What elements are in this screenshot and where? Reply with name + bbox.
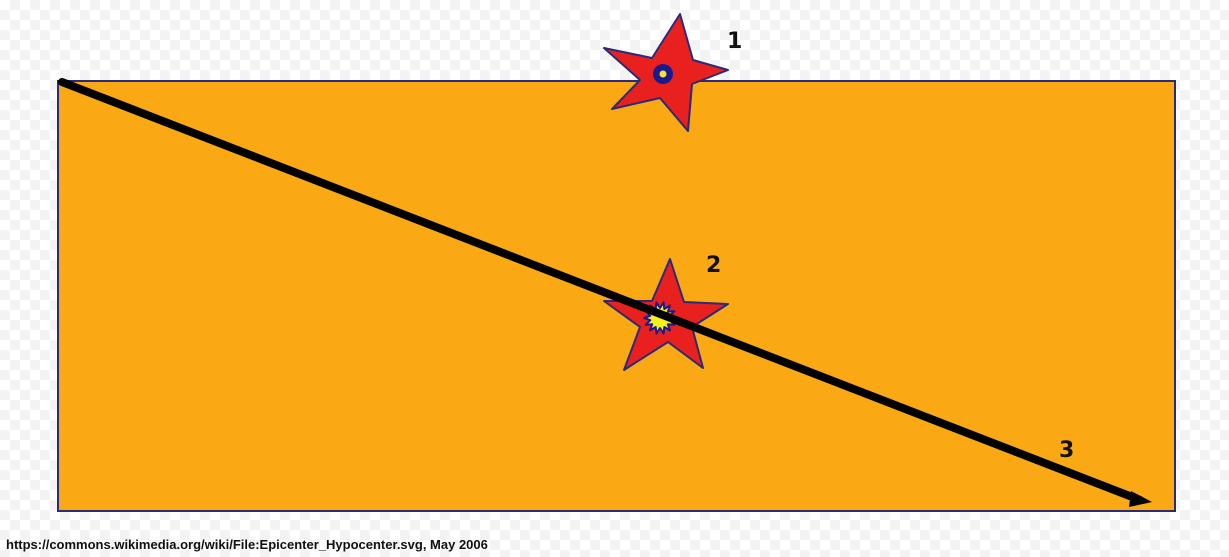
hypocenter-label: 2	[706, 253, 721, 278]
epicenter-dot-center	[660, 71, 667, 78]
epicenter-label: 1	[727, 29, 742, 54]
fault-label: 3	[1059, 438, 1074, 463]
epicenter-hypocenter-diagram: 1 2 3	[0, 0, 1229, 540]
source-caption: https://commons.wikimedia.org/wiki/File:…	[6, 537, 488, 552]
